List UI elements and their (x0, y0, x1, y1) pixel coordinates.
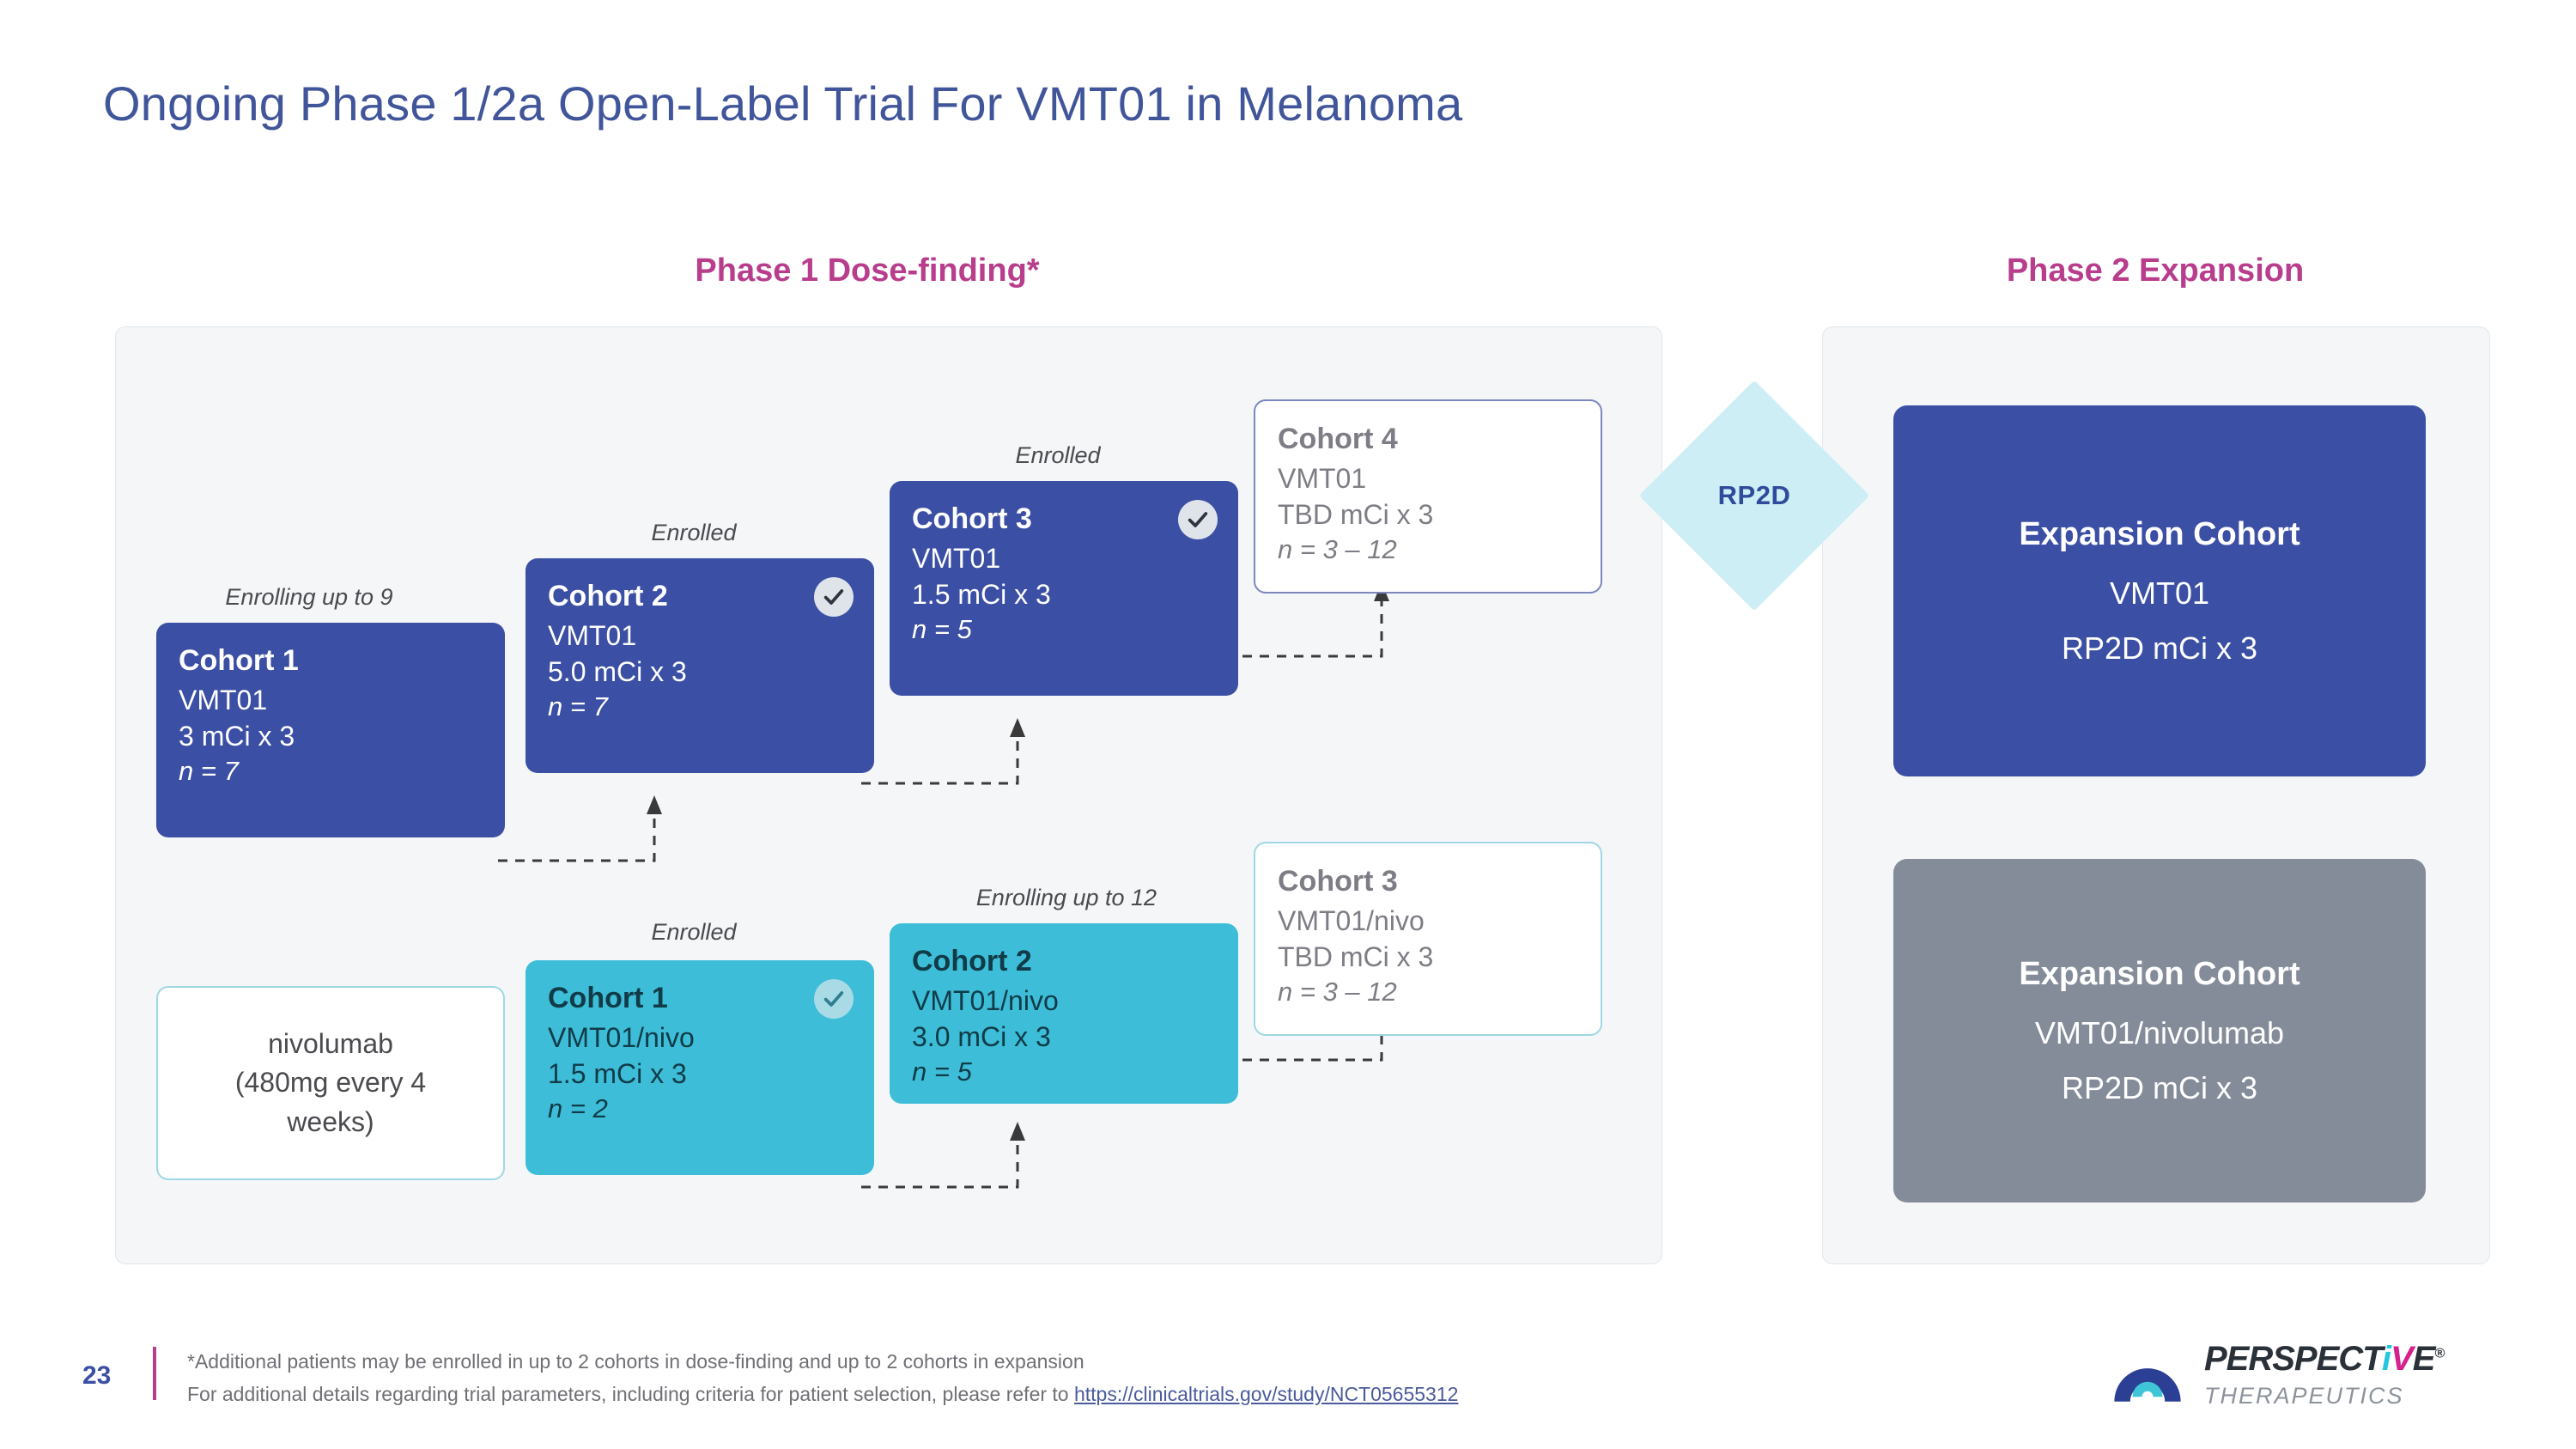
rp2d-label: RP2D (1717, 480, 1791, 510)
cohort-box-mono-4[interactable]: Cohort 4 VMT01 TBD mCi x 3 n = 3 – 12 (1254, 399, 1602, 594)
backbone-line3: weeks) (287, 1105, 374, 1137)
perspective-arc-icon (2114, 1368, 2181, 1402)
expansion-box-combo[interactable]: Expansion Cohort VMT01/nivolumab RP2D mC… (1893, 859, 2426, 1202)
check-circle-icon (814, 577, 854, 617)
cohort-box-combo-2[interactable]: Cohort 2 VMT01/nivo 3.0 mCi x 3 n = 5 (890, 923, 1238, 1104)
cohort-title: Cohort 4 (1278, 423, 1398, 455)
phase2-heading: Phase 2 Expansion (2006, 253, 2305, 289)
cohort-title: Cohort 1 (179, 644, 299, 677)
cohort-dose: 3.0 mCi x 3 (912, 1020, 1051, 1052)
cohort-box-combo-1[interactable]: Cohort 1 VMT01/nivo 1.5 mCi x 3 n = 2 (526, 960, 874, 1175)
cohort-n: n = 3 – 12 (1278, 534, 1397, 565)
caption-mono-cohort1: Enrolling up to 9 (225, 584, 393, 610)
cohort-drug: VMT01 (1278, 463, 1367, 495)
check-circle-icon (1178, 500, 1218, 539)
expansion-title: Expansion Cohort (2019, 955, 2300, 992)
cohort-drug: VMT01/nivo (1278, 905, 1425, 937)
page-number: 23 (82, 1361, 112, 1390)
cohort-title: Cohort 2 (548, 580, 668, 612)
logo-name-part1: PERSPECT (2204, 1340, 2383, 1378)
page-title: Ongoing Phase 1/2a Open-Label Trial For … (103, 76, 1463, 131)
connector-mono-2-to-3 (861, 713, 1084, 799)
caption-mono-cohort2: Enrolled (651, 520, 737, 545)
cohort-n: n = 7 (548, 691, 608, 722)
caption-combo-cohort2: Enrolling up to 12 (975, 885, 1157, 910)
cohort-dose: 3 mCi x 3 (179, 720, 295, 752)
rp2d-diamond: RP2D (1638, 380, 1870, 612)
cohort-n: n = 3 – 12 (1278, 977, 1397, 1008)
check-circle-icon (814, 979, 854, 1019)
cohort-drug: VMT01/nivo (912, 985, 1059, 1017)
caption-combo-cohort1: Enrolled (651, 919, 737, 945)
expansion-box-vmt01[interactable]: Expansion Cohort VMT01 RP2D mCi x 3 (1893, 405, 2426, 776)
cohort-dose: 5.0 mCi x 3 (548, 655, 687, 687)
logo-subtitle: THERAPEUTICS (2204, 1383, 2404, 1409)
cohort-title: Cohort 2 (912, 945, 1032, 977)
cohort-dose: 1.5 mCi x 3 (548, 1057, 687, 1089)
cohort-box-mono-1[interactable]: Cohort 1 VMT01 3 mCi x 3 n = 7 (156, 623, 505, 837)
cohort-drug: VMT01 (912, 543, 1001, 575)
backbone-line1: nivolumab (268, 1027, 393, 1059)
footnote-prefix: For additional details regarding trial p… (187, 1383, 1074, 1405)
backbone-text: nivolumab (480mg every 4 weeks) (235, 1025, 426, 1142)
logo-name-v: V (2391, 1340, 2414, 1378)
logo-wordmark: PERSPECTiVE® THERAPEUTICS (2204, 1340, 2445, 1409)
connector-mono-1-to-2 (498, 790, 721, 876)
logo-registered-mark: ® (2434, 1346, 2445, 1361)
expansion-dose: RP2D mCi x 3 (2061, 1069, 2258, 1105)
expansion-title: Expansion Cohort (2019, 515, 2300, 552)
cohort-box-mono-2[interactable]: Cohort 2 VMT01 5.0 mCi x 3 n = 7 (526, 558, 874, 773)
expansion-drug: VMT01 (2109, 575, 2210, 611)
expansion-dose: RP2D mCi x 3 (2061, 630, 2258, 666)
expansion-drug: VMT01/nivolumab (2034, 1014, 2285, 1050)
cohort-dose: TBD mCi x 3 (1278, 498, 1434, 530)
phase1-heading: Phase 1 Dose-finding* (695, 253, 1040, 289)
cohort-n: n = 2 (548, 1093, 608, 1124)
company-logo: PERSPECTiVE® THERAPEUTICS (2108, 1336, 2503, 1427)
cohort-box-mono-3[interactable]: Cohort 3 VMT01 1.5 mCi x 3 n = 5 (890, 481, 1238, 696)
cohort-title: Cohort 3 (1278, 865, 1398, 898)
footer-divider (153, 1347, 156, 1400)
clinicaltrials-link[interactable]: https://clinicaltrials.gov/study/NCT0565… (1073, 1383, 1459, 1405)
cohort-drug: VMT01/nivo (548, 1022, 695, 1054)
caption-mono-cohort3: Enrolled (1015, 442, 1101, 468)
cohort-n: n = 5 (912, 1056, 972, 1087)
backbone-box-nivolumab[interactable]: nivolumab (480mg every 4 weeks) (156, 986, 505, 1180)
footnote-line-2: For additional details regarding trial p… (187, 1383, 1458, 1406)
logo-name: PERSPECTiVE® (2204, 1340, 2445, 1378)
connector-combo-1-to-2 (861, 1117, 1084, 1202)
cohort-drug: VMT01 (548, 620, 637, 652)
footnote-line-1: *Additional patients may be enrolled in … (187, 1350, 1084, 1373)
cohort-dose: 1.5 mCi x 3 (912, 578, 1051, 610)
cohort-n: n = 5 (912, 614, 972, 645)
cohort-n: n = 7 (179, 756, 239, 787)
logo-name-part2: E (2412, 1340, 2436, 1378)
cohort-title: Cohort 3 (912, 502, 1032, 535)
logo-name-i: i (2381, 1340, 2391, 1378)
cohort-title: Cohort 1 (548, 982, 668, 1014)
cohort-dose: TBD mCi x 3 (1278, 941, 1434, 972)
backbone-line2: (480mg every 4 (234, 1067, 427, 1099)
cohort-box-combo-3[interactable]: Cohort 3 VMT01/nivo TBD mCi x 3 n = 3 – … (1254, 842, 1602, 1036)
cohort-drug: VMT01 (179, 685, 268, 716)
